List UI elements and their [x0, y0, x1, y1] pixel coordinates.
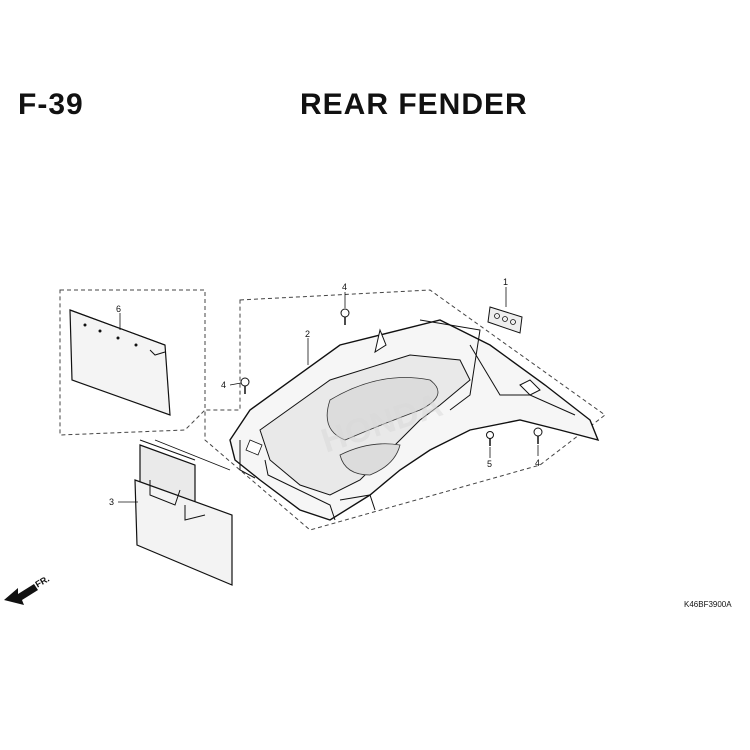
callout-part5: 5 [487, 459, 492, 469]
bolt-icon-4b [240, 377, 250, 394]
part3-splash-guard [134, 439, 233, 586]
bolt-icon-4c [533, 427, 543, 444]
callout-part1: 1 [503, 277, 508, 287]
callout-part4-top: 4 [342, 282, 347, 292]
callout-part6: 6 [116, 304, 121, 314]
part2-rear-fender [229, 319, 600, 521]
diagram-code: K46BF3900A [684, 600, 732, 609]
bolt-icon-5 [486, 431, 494, 446]
section-code: F-39 [18, 88, 84, 121]
leader-lines [118, 287, 539, 503]
callout-part4-left: 4 [221, 380, 226, 390]
part6-flap [69, 309, 171, 416]
part6-boundary [59, 289, 206, 436]
diagram-title: REAR FENDER [300, 88, 528, 121]
callout-part2: 2 [305, 329, 310, 339]
front-direction-arrow-icon [4, 584, 38, 605]
assembly-boundary [204, 289, 606, 531]
front-direction-label: FR. [34, 574, 52, 590]
callout-part3: 3 [109, 497, 114, 507]
part1-clip [487, 306, 523, 334]
callout-part4-right: 4 [535, 458, 540, 468]
bolt-icon-4a [340, 308, 350, 325]
